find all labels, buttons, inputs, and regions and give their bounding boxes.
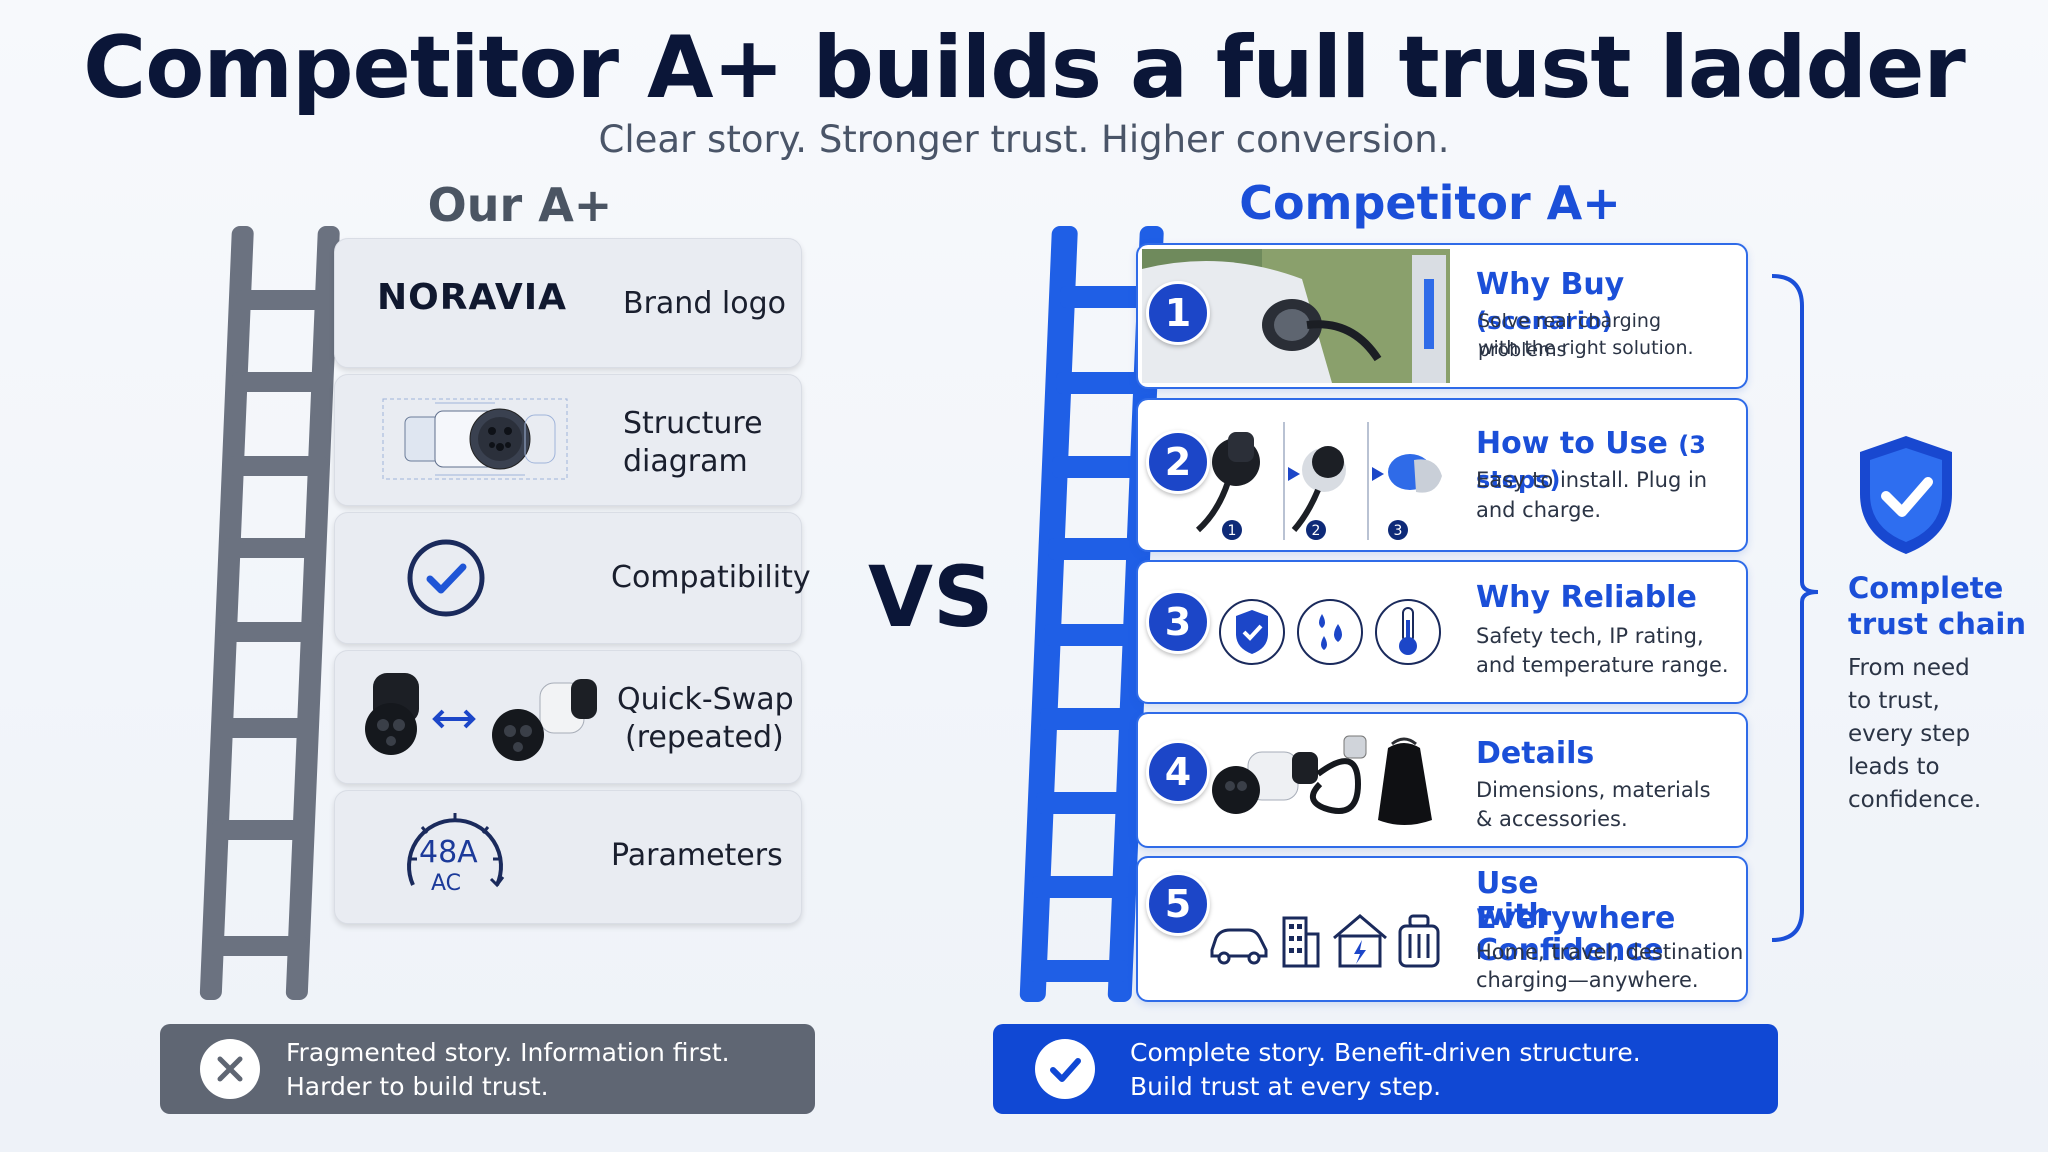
car-icon — [1210, 928, 1268, 965]
thermometer-icon — [1375, 599, 1441, 665]
step-desc-line2: and temperature range. — [1476, 653, 1729, 677]
left-summary-line1: Fragmented story. Information first. — [286, 1038, 730, 1067]
step-card-how-to-use: 2 1 2 3 How to Use (3 steps) Easy to ins… — [1136, 398, 1748, 552]
install-steps-icon: 1 2 3 — [1195, 422, 1442, 540]
shield-icon — [1219, 599, 1285, 665]
svg-text:1: 1 — [1228, 523, 1237, 539]
right-summary-bar: Complete story. Benefit-driven structure… — [993, 1024, 1778, 1114]
right-summary-line1: Complete story. Benefit-driven structure… — [1130, 1038, 1641, 1067]
left-summary-line2: Harder to build trust. — [286, 1072, 549, 1101]
home-charging-icon — [1333, 914, 1387, 968]
svg-text:2: 2 — [1312, 523, 1321, 539]
left-summary-bar: Fragmented story. Information first. Har… — [160, 1024, 815, 1114]
brand-logo: NORAVIA — [377, 277, 567, 318]
left-card-label-line2: (repeated) — [625, 720, 784, 755]
left-card-label: Brand logo — [623, 286, 786, 321]
left-card-compatibility: Compatibility — [334, 512, 811, 644]
step-desc-line1: Dimensions, materials — [1476, 778, 1711, 802]
x-circle-icon — [200, 1039, 260, 1099]
left-column-heading: Our A+ — [427, 178, 613, 232]
step-card-details: 4 Details Dimensions, materials & access… — [1136, 712, 1748, 848]
trust-chain-bracket — [1771, 274, 1819, 942]
step-title: Why Reliable — [1476, 580, 1697, 615]
building-icon — [1282, 916, 1320, 968]
step-desc-line1: Easy to install. Plug in — [1476, 468, 1708, 492]
step-desc-line1: Safety tech, IP rating, — [1476, 624, 1704, 648]
check-circle-icon — [407, 539, 485, 617]
gauge-icon — [407, 813, 505, 888]
left-card-label: Compatibility — [611, 560, 811, 595]
left-card-structure-diagram: Structure diagram — [334, 374, 802, 506]
plug-swap-icon — [365, 673, 597, 761]
step-title: Details — [1476, 736, 1595, 771]
right-column-heading: Competitor A+ — [1239, 176, 1621, 230]
step-desc-line2: charging—anywhere. — [1476, 968, 1699, 992]
step-badge-2: 2 — [1146, 430, 1210, 494]
page-subtitle: Clear story. Stronger trust. Higher conv… — [598, 118, 1450, 161]
step-title: How to Use (3 steps) — [1476, 426, 1706, 494]
left-card-label-line2: diagram — [623, 444, 748, 479]
step-card-use-everywhere: 5 Use Everywhere with Confidence Home, t… — [1136, 856, 1748, 1002]
step-badge-1: 1 — [1146, 281, 1210, 345]
left-card-brand-logo: NORAVIA Brand logo — [334, 238, 802, 368]
left-card-label-line1: Structure — [623, 406, 763, 441]
trust-chain-description: From need to trust, every step leads to … — [1848, 655, 1982, 813]
left-card-parameters: 48A AC Parameters — [334, 790, 802, 924]
left-card-label: Parameters — [611, 838, 783, 873]
step-badge-3: 3 — [1146, 590, 1210, 654]
step-desc-line1: Solve real charging problems — [1478, 310, 1662, 361]
gauge-unit: AC — [431, 871, 462, 896]
left-card-quick-swap: Quick-Swap (repeated) — [334, 650, 802, 784]
step-title-line1: Use Everywhere — [1476, 866, 1676, 936]
gauge-value: 48A — [419, 835, 478, 870]
step-badge-4: 4 — [1146, 740, 1210, 804]
step-badge-5: 5 — [1146, 872, 1210, 936]
accessories-icon — [1212, 735, 1432, 825]
left-card-label-line1: Quick-Swap — [617, 682, 794, 717]
step-card-why-reliable: 3 Why Reliable Safety tech, IP rating, a… — [1136, 560, 1748, 704]
luggage-icon — [1398, 914, 1440, 968]
check-circle-icon — [1035, 1039, 1095, 1099]
step-desc-line2: with the right solution. — [1478, 337, 1694, 359]
svg-text:3: 3 — [1394, 523, 1403, 539]
step-desc-line1: Home, travel, destination — [1476, 940, 1744, 964]
step-title: Why Buy (scenario) — [1476, 267, 1625, 335]
page-title: Competitor A+ builds a full trust ladder — [83, 18, 1966, 118]
trust-chain-title: Complete trust chain — [1848, 571, 2027, 641]
step-card-why-buy: 1 Why Buy (scenario) Solve real charging… — [1136, 243, 1748, 389]
step-desc-line2: & accessories. — [1476, 807, 1628, 831]
step-title-line2: with Confidence — [1476, 898, 1664, 968]
right-summary-line2: Build trust at every step. — [1130, 1072, 1442, 1101]
step-desc-line2: and charge. — [1476, 498, 1602, 522]
vs-label: VS — [868, 548, 994, 646]
structure-diagram-icon — [382, 398, 568, 480]
shield-check-icon — [1860, 436, 1952, 554]
water-drops-icon — [1297, 599, 1363, 665]
